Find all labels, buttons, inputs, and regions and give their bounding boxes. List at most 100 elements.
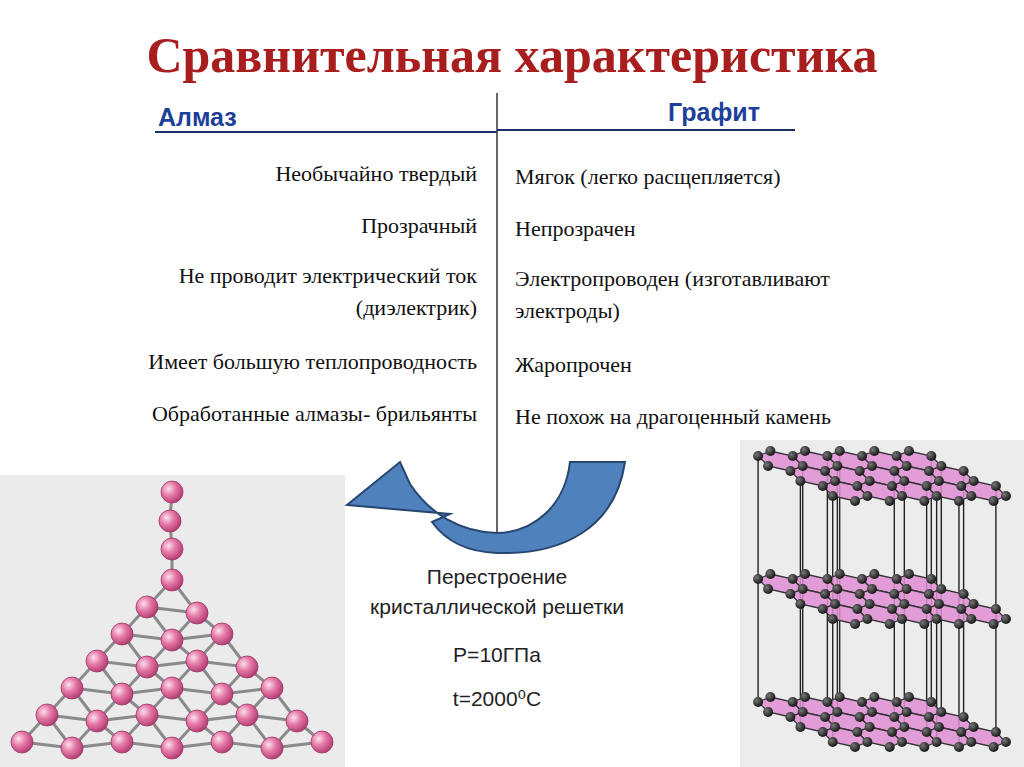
hexagon-ring [823, 481, 868, 501]
carbon-atom [855, 466, 865, 476]
page-title: Сравнительная характеристика [0, 28, 1024, 83]
carbon-atom [966, 737, 976, 747]
carbon-atom [934, 599, 944, 609]
carbon-atom [111, 731, 133, 753]
hexagon-ring [862, 451, 907, 471]
carbon-atom [828, 737, 838, 747]
hexagon-ring [790, 466, 835, 486]
hexagon-ring [961, 481, 1006, 501]
carbon-atom [899, 599, 909, 609]
hexagon-ring [892, 604, 937, 624]
carbon-atom [830, 476, 840, 486]
carbon-atom [922, 727, 932, 737]
transition-arrow [347, 462, 625, 553]
hexagon-ring [927, 727, 972, 747]
carbon-atom [959, 466, 969, 476]
carbon-atom [136, 704, 158, 726]
carbon-atom [926, 574, 936, 584]
carbon-atom [832, 461, 842, 471]
carbon-atom [822, 574, 832, 584]
pressure-value: P=10ГПа [397, 640, 597, 670]
property-text: Жаропрочен [515, 349, 955, 381]
carbon-atom [969, 722, 979, 732]
carbon-atom [161, 677, 183, 699]
carbon-atom [892, 697, 902, 707]
property-text: Имеет большую теплопроводность [17, 346, 477, 378]
carbon-atom [763, 707, 773, 717]
carbon-atom [954, 742, 964, 752]
carbon-atom [818, 727, 828, 737]
carbon-atom [862, 737, 872, 747]
carbon-atom [822, 451, 832, 461]
carbon-atom [867, 461, 877, 471]
carbon-atom [857, 697, 867, 707]
carbon-atom [86, 710, 108, 732]
carbon-atom [991, 727, 1001, 737]
transition-caption: Перестроение кристаллической решетки [342, 562, 652, 623]
hexagon-ring [892, 727, 937, 747]
carbon-atom [820, 712, 830, 722]
carbon-atom [136, 656, 158, 678]
hexagon-ring [793, 574, 838, 594]
carbon-atom [869, 692, 879, 702]
hexagon-ring [827, 574, 872, 594]
carbon-atom [869, 446, 879, 456]
carbon-atom [922, 481, 932, 491]
hexagon-ring [823, 604, 868, 624]
carbon-atom [832, 707, 842, 717]
carbon-atom [932, 737, 942, 747]
carbon-atom [820, 589, 830, 599]
carbon-atom [904, 446, 914, 456]
graphite-background [740, 440, 1024, 767]
carbon-atom [161, 629, 183, 651]
carbon-atom [904, 569, 914, 579]
property-text: Не проводит электрический ток (диэлектри… [67, 260, 477, 324]
carbon-atom [832, 584, 842, 594]
carbon-atom [11, 731, 33, 753]
carbon-atom [956, 727, 966, 737]
carbon-atom [830, 599, 840, 609]
carbon-atom [954, 619, 964, 629]
carbon-atom [763, 584, 773, 594]
carbon-atom [828, 614, 838, 624]
property-text: Необычайно твердый [27, 158, 477, 190]
carbon-atom [186, 710, 208, 732]
carbon-atom [897, 737, 907, 747]
carbon-atom [261, 677, 283, 699]
carbon-atom [959, 589, 969, 599]
carbon-atom [800, 569, 810, 579]
carbon-atom [899, 476, 909, 486]
hexagon-ring [961, 727, 1006, 747]
hexagon-ring [897, 697, 942, 717]
hexagon-ring [929, 712, 974, 732]
carbon-atom [924, 466, 934, 476]
carbon-atom [919, 619, 929, 629]
carbon-atom [159, 510, 181, 532]
carbon-atom [919, 496, 929, 506]
property-text: Обработанные алмазы- брильянты [17, 398, 477, 430]
hexagon-ring [860, 712, 905, 732]
carbon-atom [885, 742, 895, 752]
carbon-atom [753, 574, 763, 584]
hexagon-ring [927, 481, 972, 501]
carbon-atom [932, 614, 942, 624]
carbon-atom [936, 584, 946, 594]
carbon-atom [966, 614, 976, 624]
hexagon-ring [897, 574, 942, 594]
diamond-lattice [11, 481, 333, 759]
column-header: Алмаз [158, 99, 358, 135]
carbon-atom [852, 481, 862, 491]
hexagon-ring [929, 589, 974, 609]
carbon-atom [862, 491, 872, 501]
carbon-atom [897, 614, 907, 624]
carbon-atom [798, 461, 808, 471]
hexagon-ring [793, 697, 838, 717]
carbon-atom [86, 650, 108, 672]
carbon-atom [236, 704, 258, 726]
carbon-atom [1001, 614, 1011, 624]
carbon-atom [753, 697, 763, 707]
carbon-atom [966, 491, 976, 501]
carbon-atom [904, 692, 914, 702]
carbon-atom [818, 481, 828, 491]
hexagon-ring [790, 589, 835, 609]
